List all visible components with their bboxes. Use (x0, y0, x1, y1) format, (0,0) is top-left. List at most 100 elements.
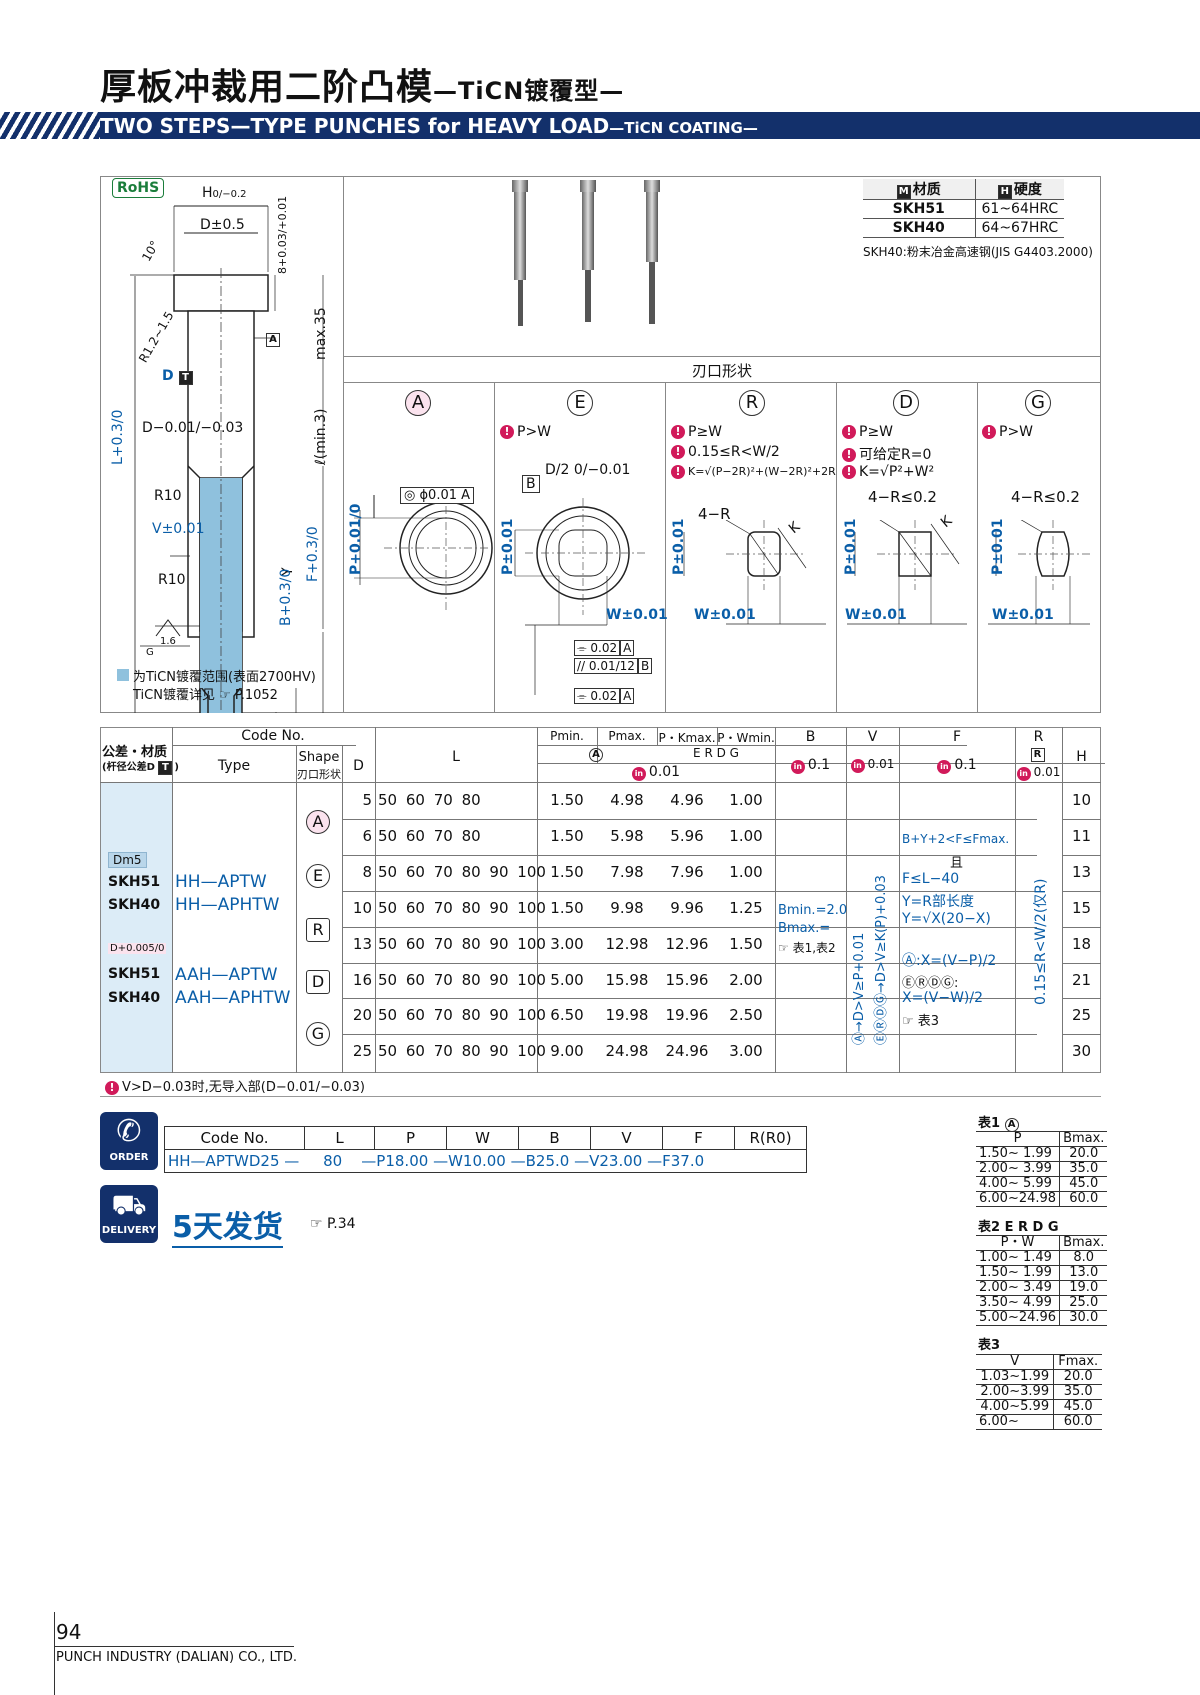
spec-cell-H: 21 (1071, 970, 1092, 989)
spec-cell-pmax: 19.98 (605, 1006, 649, 1025)
spec-cell-pk: 12.96 (665, 934, 709, 953)
spec-cell-pw: 3.00 (729, 1042, 763, 1061)
divider-h1 (343, 356, 1101, 357)
spec-cell-pw: 1.00 (729, 862, 763, 881)
shape-d-p: P±0.01 (843, 518, 859, 575)
spec-cell-H: 10 (1071, 791, 1092, 809)
h-v: V (867, 729, 878, 745)
shape-r-c3: !K=√(P−2R)²+(W−2R)²+2R (671, 465, 836, 479)
page-number: 94 (56, 1620, 82, 1644)
spec-cell-H: 18 (1071, 934, 1092, 953)
spec-cell-D: 13 (352, 934, 372, 953)
order-icon: ✆ ORDER (100, 1112, 158, 1170)
spec-cell-pmax: 4.98 (610, 791, 644, 809)
dim-d-shank: D−0.01/−0.03 (142, 420, 244, 436)
spec-cell-pmin: 3.00 (550, 934, 584, 953)
divider-v1 (343, 176, 344, 713)
spec-cell-pmax: 7.98 (610, 862, 644, 881)
spec-cell-D: 8 (362, 862, 372, 881)
spec-note: !V>D−0.03时,无导入部(D−0.01/−0.03) (105, 1076, 365, 1095)
h-sub-r: R (1015, 746, 1062, 762)
spec-row-line (1062, 926, 1101, 928)
spec-head-sub1 (537, 745, 967, 746)
note-line (100, 1096, 1101, 1097)
spec-cell-pk: 7.96 (670, 862, 704, 881)
mat-3: SKH51 (108, 966, 161, 982)
spec-cell-D: 20 (352, 1006, 372, 1025)
spec-head-bottom (100, 782, 1101, 783)
spec-cell-D: 16 (352, 970, 372, 989)
spec-v-l (375, 727, 376, 1073)
spec-head-code (172, 745, 356, 746)
order-h-w: W (446, 1126, 519, 1150)
shape-d-w: W±0.01 (845, 607, 907, 623)
spec-row-line (1062, 854, 1101, 856)
spec-cell-H: 13 (1071, 862, 1092, 881)
shape-r-p: P±0.01 (671, 518, 687, 575)
order-h-v: V (590, 1126, 663, 1150)
spec-frame (100, 727, 1101, 1073)
divider-v4 (836, 382, 837, 713)
spec-row-line (342, 854, 1037, 856)
shape-col-r: R (306, 918, 330, 942)
shape-e-tag: E (567, 390, 593, 416)
spec-cell-pk: 5.96 (670, 826, 704, 845)
spec-cell-pmax: 9.98 (610, 898, 644, 917)
spec-cell-D: 10 (352, 898, 372, 917)
page-title: 厚板冲裁用二阶凸模—TiCN镀覆型— (100, 58, 624, 110)
f-text7: ⒺⓇⒹⒼ: (902, 976, 959, 991)
spec-cell-H: 11 (1071, 826, 1092, 845)
h-shape1: Shape (298, 750, 340, 765)
legend-page-link[interactable]: P.1052 (234, 688, 278, 703)
pointing-hand-icon: ☞ (310, 1216, 323, 1232)
spec-cell-pw: 1.25 (729, 898, 763, 917)
dim-dt: D T (162, 368, 195, 385)
shape-title: 刃口形状 (691, 362, 752, 380)
title-en-wrap: TWO STEPS—TYPE PUNCHES for HEAVY LOAD—Ti… (100, 114, 758, 138)
spec-cell-pk: 4.96 (670, 791, 704, 809)
spec-cell-l: 50 60 70 80 (378, 826, 481, 845)
material-column (101, 783, 172, 1072)
spec-cell-l: 50 60 70 80 90 100 (378, 970, 546, 989)
shape-e-b: B (522, 475, 540, 493)
shape-r-c1: !P≥W (671, 424, 722, 440)
spec-cell-pmin: 5.00 (550, 970, 584, 989)
shape-g-w: W±0.01 (992, 607, 1054, 623)
dim-r10a: R10 (154, 488, 182, 504)
spec-cell-D: 6 (362, 826, 372, 845)
spec-cell-l: 50 60 70 80 90 100 (378, 1006, 546, 1025)
h-tol: 公差・材质 (102, 745, 168, 760)
punch-photo-3 (644, 180, 660, 324)
shape-r-w: W±0.01 (694, 607, 756, 623)
order-h-b: B (518, 1126, 591, 1150)
shape-col-e: E (306, 864, 330, 888)
type-1: HH—APTW (175, 872, 267, 892)
spec-v-r (1015, 727, 1016, 1073)
shape-a-tol: ◎ ϕ0.01 A (400, 487, 475, 504)
punch-photo-2 (580, 180, 596, 322)
delivery-page[interactable]: ☞ P.34 (310, 1216, 356, 1232)
mat-1: SKH51 (108, 874, 161, 890)
title-en: TWO STEPS—TYPE PUNCHES for HEAVY LOAD (100, 114, 610, 138)
footer-rule (54, 1612, 55, 1695)
spec-cell-pmax: 12.98 (605, 934, 649, 953)
shape-g-c1: !P>W (982, 424, 1033, 440)
product-photo (512, 180, 660, 326)
spec-cell-H: 30 (1071, 1042, 1092, 1061)
spec-v-pw-head (717, 727, 718, 745)
spec-cell-pmin: 1.50 (550, 791, 584, 809)
h-pmax: Pmax. (608, 729, 646, 743)
spec-cell-pw: 2.00 (729, 970, 763, 989)
h-type: Type (217, 758, 251, 774)
f-text6: Ⓐ:X=(V−P)/2 (902, 953, 997, 969)
h-d: D (353, 758, 364, 774)
shape-g-tag: G (1025, 390, 1051, 416)
